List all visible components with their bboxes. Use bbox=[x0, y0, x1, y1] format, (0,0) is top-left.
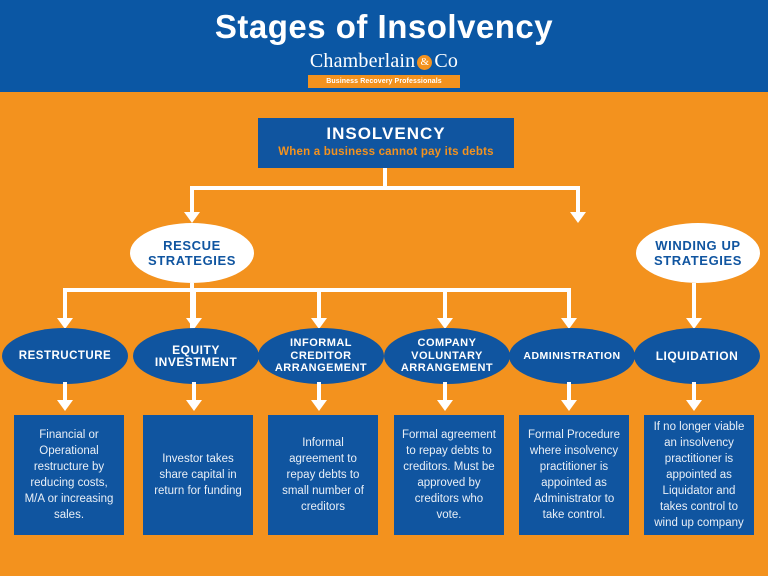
arrow-to-desc-restructure-icon bbox=[57, 400, 73, 411]
desc-restructure: Financial or Operational restructure by … bbox=[14, 415, 124, 535]
connector-branch-restructure bbox=[63, 288, 67, 320]
node-insolvency: INSOLVENCY When a business cannot pay it… bbox=[258, 118, 514, 168]
informal-line2: CREDITOR bbox=[290, 349, 352, 362]
arrow-to-rescue-icon bbox=[184, 212, 200, 223]
connector-rescue-drop bbox=[190, 186, 194, 214]
connector-desc-informal bbox=[317, 382, 321, 404]
node-administration: ADMINISTRATION bbox=[509, 328, 635, 384]
desc-company-voluntary-arrangement: Formal agreement to repay debts to credi… bbox=[394, 415, 504, 535]
arrow-to-liquidation-icon bbox=[686, 318, 702, 329]
connector-root-stem bbox=[383, 168, 387, 190]
arrow-to-equity-icon bbox=[186, 318, 202, 329]
arrow-to-desc-equity-icon bbox=[186, 400, 202, 411]
node-informal-creditor-arrangement: INFORMAL CREDITOR ARRANGEMENT bbox=[258, 328, 384, 384]
arrow-to-restructure-icon bbox=[57, 318, 73, 329]
arrow-to-windingup-icon bbox=[570, 212, 586, 223]
informal-line3: ARRANGEMENT bbox=[274, 362, 368, 375]
desc-informal-creditor-arrangement-text: Informal agreement to repay debts to sma… bbox=[282, 437, 364, 513]
informal-line1: INFORMAL bbox=[289, 337, 353, 350]
restructure-line1: RESTRUCTURE bbox=[18, 349, 112, 362]
node-company-voluntary-arrangement: COMPANY VOLUNTARY ARRANGEMENT bbox=[384, 328, 510, 384]
connector-windingup-drop bbox=[576, 186, 580, 214]
desc-equity-investment-text: Investor takes share capital in return f… bbox=[154, 453, 242, 497]
desc-informal-creditor-arrangement: Informal agreement to repay debts to sma… bbox=[268, 415, 378, 535]
logo-name-right: Co bbox=[434, 50, 459, 72]
node-insolvency-title: INSOLVENCY bbox=[326, 124, 446, 143]
equity-line2: INVESTMENT bbox=[154, 355, 238, 369]
connector-desc-restructure bbox=[63, 382, 67, 404]
node-rescue-strategies: RESCUE STRATEGIES bbox=[130, 223, 254, 283]
arrow-to-administration-icon bbox=[561, 318, 577, 329]
connector-desc-liquidation bbox=[692, 382, 696, 404]
node-winding-up-strategies-label: WINDING UP STRATEGIES bbox=[654, 238, 742, 268]
rescue-label-line2: STRATEGIES bbox=[147, 253, 237, 268]
header-banner: Stages of Insolvency Chamberlain&Co Busi… bbox=[0, 0, 768, 92]
windingup-label-line2: STRATEGIES bbox=[653, 253, 743, 268]
connector-desc-cva bbox=[443, 382, 447, 404]
desc-equity-investment: Investor takes share capital in return f… bbox=[143, 415, 253, 535]
node-equity-investment-label: EQUITY INVESTMENT bbox=[143, 342, 249, 369]
arrow-to-informal-icon bbox=[311, 318, 327, 329]
cva-line2: VOLUNTARY bbox=[411, 349, 483, 362]
connector-branch-liquidation bbox=[692, 283, 696, 320]
node-insolvency-subtitle: When a business cannot pay its debts bbox=[278, 146, 494, 158]
arrow-to-desc-liquidation-icon bbox=[686, 400, 702, 411]
node-winding-up-strategies: WINDING UP STRATEGIES bbox=[636, 223, 760, 283]
rescue-label-line1: RESCUE bbox=[163, 238, 221, 253]
node-restructure-label: RESTRUCTURE bbox=[7, 350, 123, 363]
connector-branch-equity bbox=[192, 288, 196, 320]
desc-liquidation: If no longer viable an insolvency practi… bbox=[644, 415, 754, 535]
desc-company-voluntary-arrangement-text: Formal agreement to repay debts to credi… bbox=[402, 429, 496, 521]
arrow-to-desc-cva-icon bbox=[437, 400, 453, 411]
desc-restructure-text: Financial or Operational restructure by … bbox=[24, 429, 114, 521]
arrow-to-desc-administration-icon bbox=[561, 400, 577, 411]
cva-line1: COMPANY bbox=[417, 337, 477, 350]
connector-branch-informal bbox=[317, 288, 321, 320]
equity-line1: EQUITY bbox=[172, 342, 220, 357]
cva-line3: ARRANGEMENT bbox=[400, 362, 494, 375]
connector-root-bus bbox=[190, 186, 580, 190]
node-liquidation: LIQUIDATION bbox=[634, 328, 760, 384]
node-company-voluntary-arrangement-label: COMPANY VOLUNTARY ARRANGEMENT bbox=[389, 337, 505, 375]
company-logo: Chamberlain&Co Business Recovery Profess… bbox=[0, 50, 768, 88]
desc-administration-text: Formal Procedure where insolvency practi… bbox=[527, 429, 621, 521]
connector-desc-equity bbox=[192, 382, 196, 404]
node-restructure: RESTRUCTURE bbox=[2, 328, 128, 384]
desc-administration: Formal Procedure where insolvency practi… bbox=[519, 415, 629, 535]
windingup-label-line1: WINDING UP bbox=[655, 238, 741, 253]
administration-line1: ADMINISTRATION bbox=[523, 349, 621, 362]
ampersand-badge-icon: & bbox=[417, 55, 433, 70]
logo-wordmark: Chamberlain&Co Business Recovery Profess… bbox=[308, 50, 460, 88]
arrow-to-desc-informal-icon bbox=[311, 400, 327, 411]
arrow-to-cva-icon bbox=[437, 318, 453, 329]
page-title: Stages of Insolvency bbox=[214, 8, 554, 45]
node-equity-investment: EQUITY INVESTMENT bbox=[133, 328, 259, 384]
connector-desc-administration bbox=[567, 382, 571, 404]
node-liquidation-label: LIQUIDATION bbox=[644, 350, 751, 363]
logo-name-left: Chamberlain bbox=[309, 50, 416, 72]
desc-liquidation-text: If no longer viable an insolvency practi… bbox=[653, 421, 745, 529]
node-rescue-strategies-label: RESCUE STRATEGIES bbox=[148, 238, 236, 268]
diagram-area: INSOLVENCY When a business cannot pay it… bbox=[0, 92, 768, 576]
node-informal-creditor-arrangement-label: INFORMAL CREDITOR ARRANGEMENT bbox=[263, 337, 379, 375]
connector-branch-administration bbox=[567, 288, 571, 320]
node-administration-label: ADMINISTRATION bbox=[511, 350, 632, 363]
connector-branch-cva bbox=[443, 288, 447, 320]
liquidation-line1: LIQUIDATION bbox=[655, 348, 739, 363]
logo-tagline: Business Recovery Professionals bbox=[308, 75, 460, 88]
